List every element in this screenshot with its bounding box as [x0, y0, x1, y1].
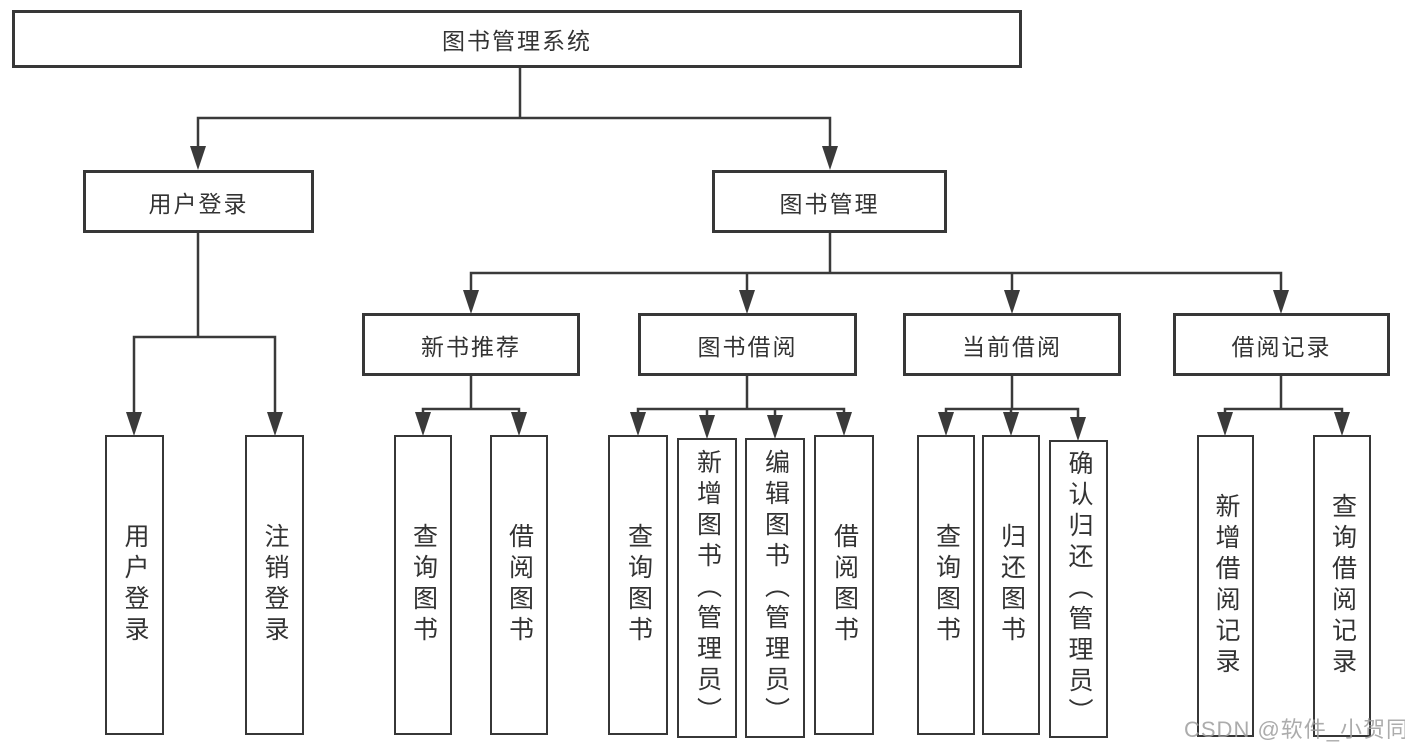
node-leaf-record-add-record: 新增借阅记录: [1197, 435, 1254, 737]
connector-root-to-level2: [190, 68, 838, 170]
node-leaf-current-confirm-return-admin: 确认归还（管理员）: [1049, 440, 1108, 738]
node-borrowing-records: 借阅记录: [1173, 313, 1390, 376]
node-leaf-borrow-edit-book-admin: 编辑图书（管理员）: [745, 438, 805, 738]
node-leaf-recommend-query-book: 查询图书: [394, 435, 452, 735]
watermark-csdn: CSDN @软件_小贺同学: [1184, 717, 1405, 742]
node-library-system: 图书管理系统: [12, 10, 1022, 68]
node-book-management: 图书管理: [712, 170, 947, 233]
node-leaf-borrow-query-book: 查询图书: [608, 435, 668, 735]
node-book-borrowing: 图书借阅: [638, 313, 857, 376]
node-leaf-record-query-record: 查询借阅记录: [1313, 435, 1371, 737]
node-user-login: 用户登录: [83, 170, 314, 233]
node-leaf-recommend-borrow-book: 借阅图书: [490, 435, 548, 735]
node-leaf-borrow-add-book-admin: 新增图书（管理员）: [677, 438, 737, 738]
node-current-borrowing: 当前借阅: [903, 313, 1121, 376]
node-leaf-borrow-borrow-book: 借阅图书: [814, 435, 874, 735]
connector-user-login-branch: [126, 233, 283, 436]
node-leaf-current-return-book: 归还图书: [982, 435, 1040, 735]
node-leaf-current-query-book: 查询图书: [917, 435, 975, 735]
connector-current-borrow-branch: [938, 374, 1086, 441]
connector-book-borrow-branch: [630, 374, 852, 439]
connector-new-book-branch: [415, 374, 527, 436]
node-leaf-user-login: 用户登录: [105, 435, 164, 735]
node-new-book-recommend: 新书推荐: [362, 313, 580, 376]
connector-borrow-record-branch: [1217, 374, 1350, 436]
connector-book-management-branch: [463, 233, 1289, 314]
node-leaf-logout: 注销登录: [245, 435, 304, 735]
